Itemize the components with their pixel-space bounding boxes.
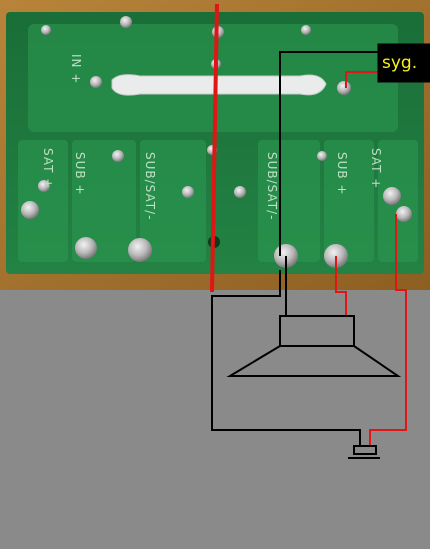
woofer-positive-wire	[335, 256, 347, 316]
center-red-line	[210, 3, 219, 293]
label-sub-plus-left: SUB +	[73, 152, 87, 196]
label-sat-plus-left: SAT +	[41, 148, 55, 189]
woofer-speaker-icon	[226, 315, 402, 377]
tweeter-positive-wire	[369, 214, 407, 446]
label-sub-sat-minus-right: SUB/SAT/-	[265, 152, 279, 221]
pcb-trace-left-2	[72, 140, 136, 262]
signal-wire	[279, 51, 378, 256]
label-in-plus: IN +	[69, 54, 83, 84]
label-sub-sat-minus-left: SUB/SAT/-	[143, 152, 157, 221]
tweeter-negative-wire	[211, 270, 361, 446]
signal-box-label: syg.	[382, 53, 417, 73]
pcb-trace-left-3	[140, 140, 206, 262]
pcb-trace-right-1	[258, 140, 320, 262]
label-sub-plus-right: SUB +	[335, 152, 349, 196]
label-sat-plus-right: SAT +	[369, 148, 383, 189]
lower-background	[0, 290, 430, 549]
signal-box: syg.	[377, 43, 430, 83]
tweeter-speaker-icon	[348, 445, 380, 459]
cable-tie	[111, 74, 327, 96]
pcb-trace-right-2	[324, 140, 374, 262]
signal-positive-wire	[345, 71, 378, 88]
pcb-trace-left-1	[18, 140, 68, 262]
